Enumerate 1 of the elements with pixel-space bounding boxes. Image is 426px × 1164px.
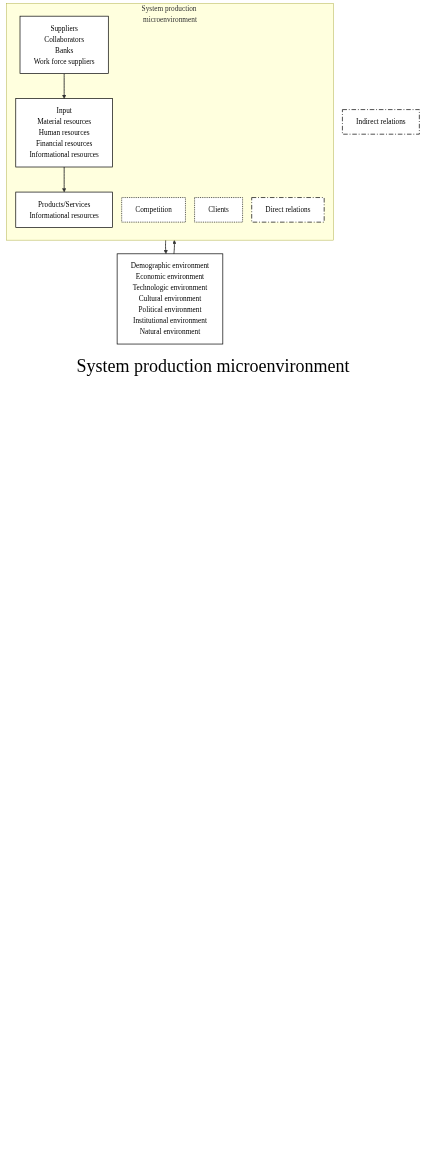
note-text: System production microenvironment (75, 355, 351, 377)
